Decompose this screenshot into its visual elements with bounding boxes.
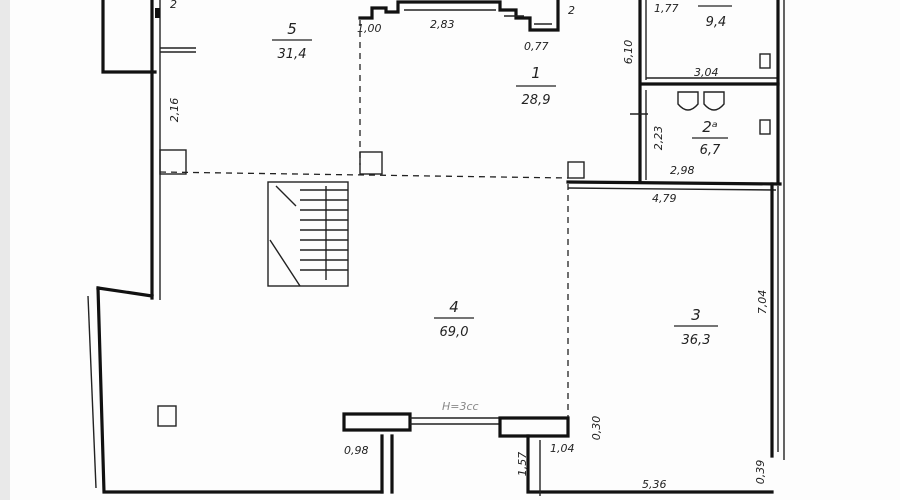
top-wall [358,0,560,32]
dim-7-04: 7,04 [756,290,769,315]
room-top-right-area: 9,4 [706,15,727,30]
room-3-area: 36,3 [682,333,711,348]
room-1-label: 1 28,9 [516,64,556,108]
bottom-wall-right-seg [526,434,774,494]
dim-2-top-left: 2 [170,0,177,11]
dim-0-30: 0,30 [590,416,603,441]
dim-2-98: 2,98 [670,164,695,177]
room-1-number: 1 [531,64,541,82]
outer-wall-top-left [101,0,157,74]
room-5-area: 31,4 [278,47,307,62]
room-4-number: 4 [449,298,459,316]
top-wall-inner [404,9,552,25]
dim-0-98: 0,98 [344,444,369,457]
dim-4-79: 4,79 [652,192,677,205]
dim-1-04: 1,04 [550,442,575,455]
column-right [567,161,585,179]
bottom-wall-left-seg [380,434,394,494]
outer-wall-bottom-left-outer [87,295,97,489]
dim-1-77: 1,77 [654,2,679,15]
sink-top [759,53,771,69]
dim-2-83: 2,83 [430,18,455,31]
column-mid [359,151,383,175]
door-left-jamb [342,412,412,432]
dim-1-00: 1,00 [357,22,382,35]
dim-0-77: 0,77 [524,40,549,53]
room-top-right-label: 9,4 [698,5,732,30]
dim-0-39: 0,39 [754,460,767,485]
sink-lower [759,119,771,135]
partition-horizontal [159,171,569,179]
column-bottom-left [157,405,177,427]
dim-6-10: 6,10 [622,40,635,65]
room-2a-number: 2ᵃ [702,118,718,136]
wall-3-top-inner [567,187,777,191]
room-3-label: 3 36,3 [674,306,718,348]
opening-bottom [410,417,500,425]
wall-marker [155,8,160,18]
height-note: H=3cc [442,400,479,413]
dim-2-16: 2,16 [168,98,181,123]
room-3-number: 3 [691,306,701,324]
dim-2-23: 2,23 [652,126,665,151]
door-right-jamb [498,416,570,438]
wall-3-top [566,180,782,186]
room-4-label: 4 69,0 [434,298,474,340]
outer-wall-bottom-left [96,286,384,494]
column-left [159,149,187,175]
wall-stub [160,47,196,53]
dim-1-57: 1,57 [516,452,529,477]
room-5-number: 5 [287,20,297,38]
scan-margin [0,0,10,500]
room-2a-area: 6,7 [700,143,721,158]
room-1-area: 28,9 [522,93,551,108]
room-4-area: 69,0 [440,325,469,340]
dim-2-top-mid: 2 [568,4,575,17]
toilets [677,91,725,111]
dim-5-36: 5,36 [642,478,667,491]
room-5-label: 5 31,4 [272,20,312,62]
dim-3-04: 3,04 [694,66,719,79]
room-2a-label: 2ᵃ 6,7 [692,118,728,158]
staircase [267,181,349,287]
